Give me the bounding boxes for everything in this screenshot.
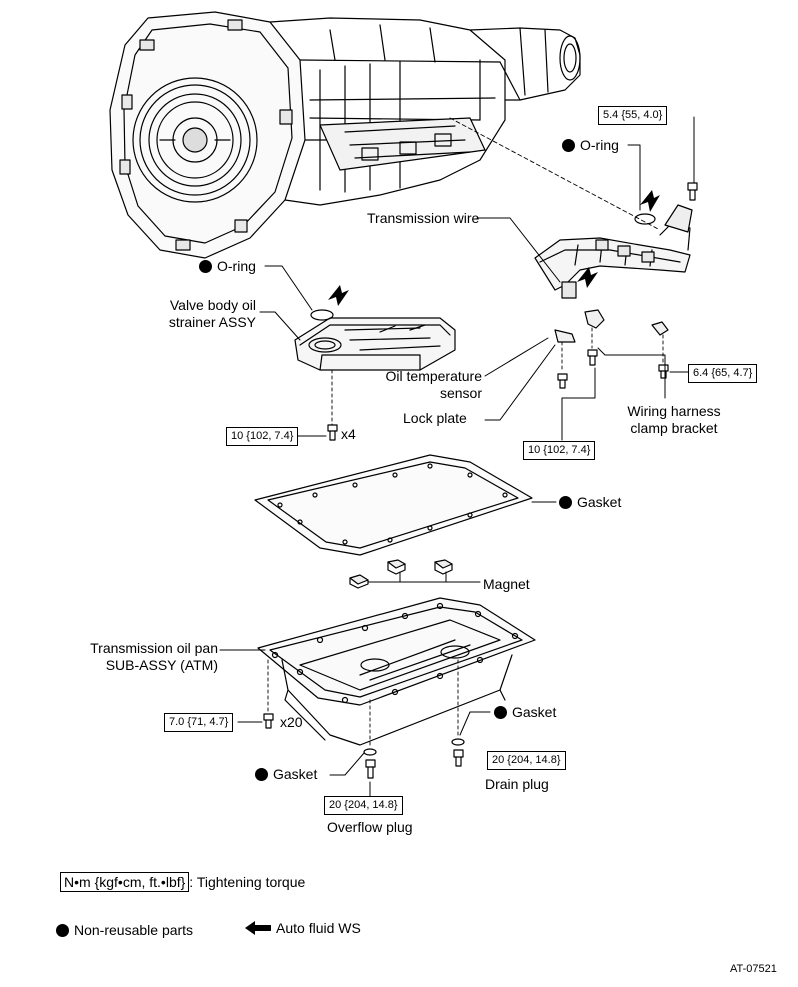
o-ring-strainer-label: O-ring: [199, 258, 256, 275]
non-reusable-icon: [199, 260, 212, 273]
magnets: [349, 559, 453, 589]
legend-auto-fluid: Auto fluid WS: [245, 920, 361, 937]
gasket-pan-label: Gasket: [559, 494, 621, 511]
torque-box-overflow: 20 {204, 14.8}: [324, 796, 403, 815]
fluid-arrow-top: [640, 190, 660, 212]
transmission-assembly: [109, 11, 581, 259]
fluid-arrow-strainer: [328, 285, 349, 306]
non-reusable-icon: [559, 496, 572, 509]
pan-bolt: [263, 713, 274, 729]
fluid-arrow-sensor: [577, 267, 598, 288]
torque-box-sensor: 5.4 {55, 4.0}: [598, 106, 668, 125]
valve-body-oil-strainer: [294, 317, 456, 371]
strainer-bolt-qty: x4: [341, 426, 356, 442]
drain-gasket: [451, 738, 465, 746]
o-ring-strainer: [310, 309, 334, 321]
lock-plate-label: Lock plate: [403, 410, 467, 426]
pan-bolt-qty: x20: [280, 714, 303, 730]
figure-id: AT-07521: [730, 963, 777, 975]
magnet-label: Magnet: [483, 576, 530, 592]
o-ring-top: [634, 213, 656, 225]
torque-box-bracket: 6.4 {65, 4.7}: [688, 364, 758, 383]
legend-non-reusable: Non-reusable parts: [56, 922, 193, 939]
non-reusable-icon: [255, 768, 268, 781]
transmission-wire: [534, 204, 693, 299]
torque-box-strainer: 10 {102, 7.4}: [226, 427, 299, 446]
torque-box-pan: 7.0 {71, 4.7}: [164, 713, 234, 732]
oil-temp-sensor-label: Oil temperature sensor: [385, 368, 482, 401]
drain-plug: [453, 749, 464, 767]
drain-plug-label: Drain plug: [485, 776, 549, 792]
overflow-plug: [365, 759, 376, 779]
lock-plate: [554, 329, 576, 343]
non-reusable-icon: [562, 139, 575, 152]
valve-body-label: Valve body oil strainer ASSY: [168, 297, 256, 330]
torque-box-drain: 20 {204, 14.8}: [487, 751, 566, 770]
overflow-plug-label: Overflow plug: [327, 819, 413, 835]
non-reusable-icon: [56, 924, 69, 937]
o-ring-top-label: O-ring: [562, 137, 619, 154]
non-reusable-icon: [494, 706, 507, 719]
oil-pan-label: Transmission oil pan SUB-ASSY (ATM): [90, 640, 218, 673]
transmission-wire-label: Transmission wire: [367, 210, 480, 226]
gasket-drain-label: Gasket: [494, 704, 556, 721]
gasket-overflow-label: Gasket: [255, 766, 317, 783]
wiring-harness-label: Wiring harness clamp bracket: [627, 403, 721, 436]
sensor-bolt: [687, 182, 698, 201]
pan-gasket: [254, 454, 533, 556]
transmission-oil-pan: [257, 597, 536, 746]
legend-torque-box: N•m {kgf•cm, ft.•lbf}: [60, 872, 190, 892]
fluid-arrow-icon: [245, 921, 271, 935]
torque-box-lockplate: 10 {102, 7.4}: [523, 441, 596, 460]
strainer-bolt: [327, 424, 338, 441]
overflow-gasket: [363, 748, 377, 756]
legend-torque: N•m {kgf•cm, ft.•lbf}: Tightening torque: [60, 872, 305, 892]
